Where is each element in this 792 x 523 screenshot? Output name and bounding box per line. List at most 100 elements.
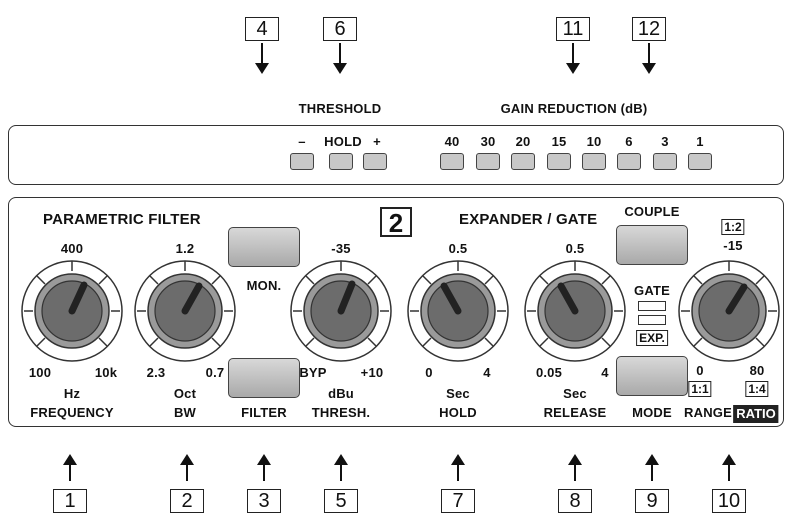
exp-indicator <box>638 315 666 325</box>
gain-led-3 <box>653 153 677 170</box>
threshold-hold-led <box>329 153 353 170</box>
callout-3: 3 <box>247 489 281 513</box>
channel-number: 2 <box>380 207 412 237</box>
threshold-plus-label: + <box>373 134 381 149</box>
exp-label: EXP. <box>636 330 668 346</box>
threshold-hold-label: HOLD <box>324 134 362 149</box>
gate-label: GATE <box>634 283 670 298</box>
gain-led-10 <box>582 153 606 170</box>
range-top-value: -15 <box>723 238 743 253</box>
threshold-minus-led <box>290 153 314 170</box>
arrow-down-11 <box>566 43 580 74</box>
ratio-tag-1-1: 1:1 <box>688 381 712 397</box>
ratio-tag-1-2: 1:2 <box>721 219 745 235</box>
threshold-title: THRESHOLD <box>298 101 382 116</box>
range-min-label: 0 <box>696 363 704 378</box>
ratio-label: RATIO <box>733 405 779 423</box>
thresh-top-value: -35 <box>331 241 351 256</box>
gain-led-15 <box>547 153 571 170</box>
arrow-up-3 <box>257 454 271 481</box>
gain-led-30 <box>476 153 500 170</box>
threshold-minus-label: – <box>298 134 306 149</box>
mon-label: MON. <box>246 278 282 293</box>
arrow-down-12 <box>642 43 656 74</box>
gate-indicator <box>638 301 666 311</box>
meter-panel: – HOLD + 40 30 20 15 10 6 3 1 <box>8 125 784 185</box>
range-label: RANGE <box>684 405 732 420</box>
gain-scale-3: 3 <box>661 134 669 149</box>
frequency-label: FREQUENCY <box>30 405 114 420</box>
callout-6: 6 <box>323 17 357 41</box>
control-panel: PARAMETRIC FILTER EXPANDER / GATE 2 400 … <box>8 197 784 427</box>
gain-led-6 <box>617 153 641 170</box>
arrow-up-2 <box>180 454 194 481</box>
arrow-up-1 <box>63 454 77 481</box>
hold-max-label: 4 <box>483 365 491 380</box>
gain-led-20 <box>511 153 535 170</box>
bw-max-label: 0.7 <box>205 365 225 380</box>
arrow-down-6 <box>333 43 347 74</box>
mode-button[interactable] <box>616 356 688 396</box>
thresh-unit: dBu <box>328 386 354 401</box>
gain-scale-1: 1 <box>696 134 704 149</box>
couple-button[interactable] <box>616 225 688 265</box>
thresh-min-label: BYP <box>299 365 327 380</box>
thresh-knob[interactable] <box>288 258 394 364</box>
frequency-min-label: 100 <box>28 365 52 380</box>
callout-12: 12 <box>632 17 666 41</box>
arrow-up-7 <box>451 454 465 481</box>
filter-label: FILTER <box>241 405 287 420</box>
gain-scale-30: 30 <box>480 134 496 149</box>
mode-label: MODE <box>632 405 672 420</box>
expander-gate-title: EXPANDER / GATE <box>459 211 598 228</box>
gain-scale-15: 15 <box>551 134 567 149</box>
release-top-value: 0.5 <box>565 241 585 256</box>
release-knob[interactable] <box>522 258 628 364</box>
callout-7: 7 <box>441 489 475 513</box>
bw-unit: Oct <box>173 386 197 401</box>
hold-unit: Sec <box>446 386 470 401</box>
filter-button[interactable] <box>228 358 300 398</box>
hold-knob[interactable] <box>405 258 511 364</box>
bw-min-label: 2.3 <box>146 365 166 380</box>
mon-button[interactable] <box>228 227 300 267</box>
ratio-tag-1-4: 1:4 <box>745 381 769 397</box>
callout-10: 10 <box>712 489 746 513</box>
release-max-label: 4 <box>601 365 609 380</box>
release-min-label: 0.05 <box>535 365 563 380</box>
arrow-up-9 <box>645 454 659 481</box>
gain-reduction-title: GAIN REDUCTION (dB) <box>500 101 648 116</box>
release-unit: Sec <box>563 386 587 401</box>
gain-scale-6: 6 <box>625 134 633 149</box>
arrow-down-4 <box>255 43 269 74</box>
bw-knob[interactable] <box>132 258 238 364</box>
arrow-up-5 <box>334 454 348 481</box>
frequency-max-label: 10k <box>94 365 118 380</box>
parametric-filter-title: PARAMETRIC FILTER <box>43 211 201 228</box>
frequency-knob[interactable] <box>19 258 125 364</box>
range-ratio-knob[interactable] <box>676 258 782 364</box>
threshold-plus-led <box>363 153 387 170</box>
arrow-up-8 <box>568 454 582 481</box>
couple-label: COUPLE <box>624 204 680 219</box>
gain-led-40 <box>440 153 464 170</box>
callout-9: 9 <box>635 489 669 513</box>
bw-top-value: 1.2 <box>175 241 195 256</box>
thresh-max-label: +10 <box>360 365 384 380</box>
gain-led-1 <box>688 153 712 170</box>
frequency-unit: Hz <box>63 386 81 401</box>
callout-4: 4 <box>245 17 279 41</box>
arrow-up-10 <box>722 454 736 481</box>
bw-label: BW <box>173 405 197 420</box>
release-label: RELEASE <box>543 405 607 420</box>
callout-5: 5 <box>324 489 358 513</box>
hold-top-value: 0.5 <box>448 241 468 256</box>
hold-min-label: 0 <box>425 365 433 380</box>
gain-scale-10: 10 <box>586 134 602 149</box>
gain-scale-20: 20 <box>515 134 531 149</box>
callout-1: 1 <box>53 489 87 513</box>
gain-scale-40: 40 <box>444 134 460 149</box>
callout-11: 11 <box>556 17 590 41</box>
frequency-top-value: 400 <box>60 241 84 256</box>
hold-label: HOLD <box>439 405 477 420</box>
